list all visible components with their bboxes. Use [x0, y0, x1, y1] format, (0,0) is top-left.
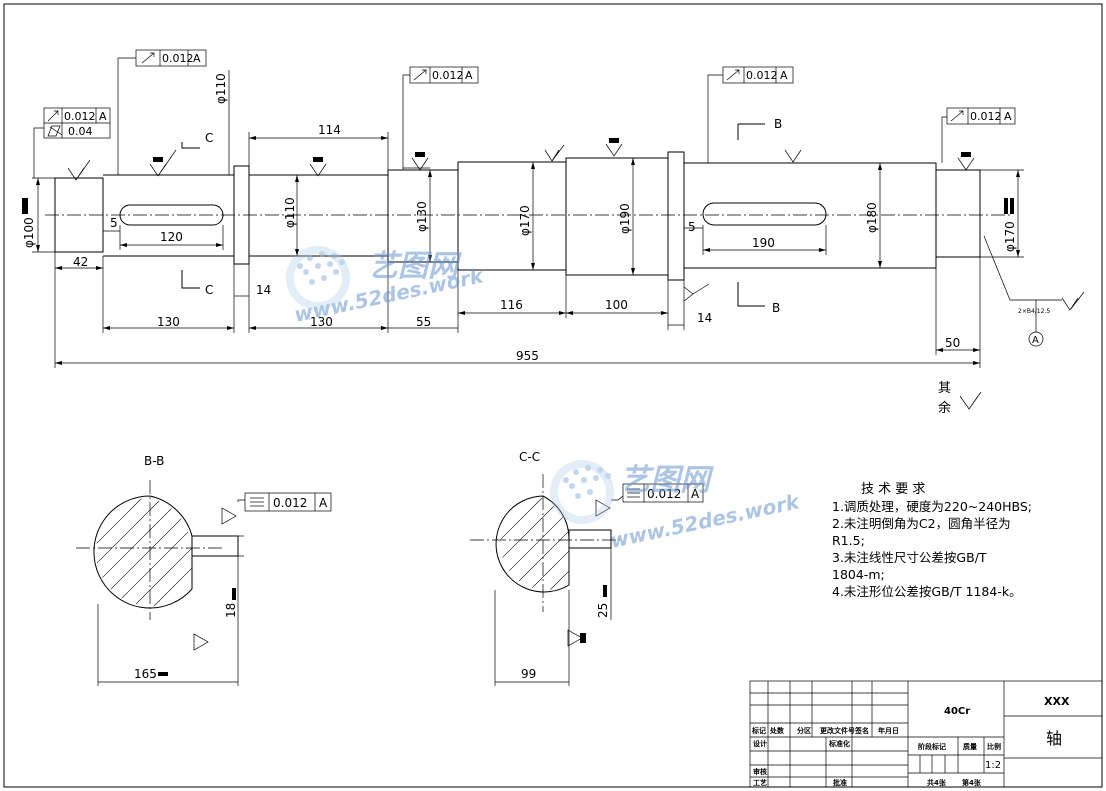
tb-sheet-no: 第4张: [962, 778, 982, 787]
label-datum-circle: A: [1032, 335, 1039, 346]
gdt-datum-a3: A: [465, 69, 473, 82]
tb-ratio: 比例: [987, 742, 1001, 751]
gdt-datum-bb: A: [319, 496, 328, 510]
label-section-bb: B-B: [144, 454, 164, 468]
dim-d110-mid: φ110: [283, 197, 297, 228]
dim-d110-top: φ110: [214, 73, 228, 104]
label-c-bottom: C: [205, 283, 213, 297]
tb-approve: 批准: [833, 778, 847, 787]
section-cc: [470, 474, 704, 686]
shaft-main-view: [22, 57, 1085, 410]
roughness-other-1: 其: [938, 381, 951, 396]
gdt-sym-bb: 0.012: [273, 496, 307, 510]
tb-row-label-1: 标记: [751, 726, 766, 735]
tb-company: XXX: [1044, 695, 1070, 708]
tb-standardization: 标准化: [828, 739, 850, 748]
tb-row-label-4: 更改文件号: [820, 726, 855, 735]
tb-scale: 1:2: [985, 760, 1001, 771]
tb-sheets: 共4张: [927, 778, 947, 787]
section-bb: [76, 480, 332, 686]
watermark-url-2: www.52des.work: [608, 489, 803, 553]
tb-material: 40Cr: [944, 706, 970, 717]
dim-955: 955: [516, 349, 539, 363]
tb-part-name: 轴: [1046, 729, 1062, 748]
dim-cc-25: 25: [596, 603, 610, 618]
label-c-top: C: [205, 131, 213, 145]
gdt-datum-a2: A: [99, 110, 107, 123]
gdt-sym-cc: 0.012: [647, 487, 681, 501]
dim-130-b: 130: [310, 315, 333, 329]
tb-stage-mark: 阶段标记: [918, 742, 946, 751]
tech-line-4: 3.未注线性尺寸公差按GB/T: [832, 550, 987, 565]
dim-d100: φ100: [22, 217, 36, 248]
dim-5-right: 5: [688, 220, 696, 234]
gdt-runout-c: 0.012: [432, 69, 464, 82]
label-b-top: B: [774, 117, 782, 131]
tb-row-label-2: 处数: [769, 726, 785, 735]
watermark-2: 艺图网 www.52des.work: [550, 460, 803, 553]
tech-title: 技 术 要 求: [861, 482, 925, 497]
gdt-runout-e: 0.012: [970, 110, 1002, 123]
dim-120: 120: [160, 230, 183, 244]
label-b-bottom: B: [772, 301, 780, 315]
title-block: [749, 680, 1103, 788]
dim-55: 55: [416, 315, 431, 329]
chamfer-note: 2×B4/12.5: [1018, 308, 1050, 315]
dim-d170: φ170: [518, 205, 532, 236]
tb-weight: 质量: [963, 742, 977, 751]
gdt-runout-b: 0.012: [64, 110, 96, 123]
tech-line-1: 1.调质处理，硬度为220~240HBS;: [832, 499, 1032, 514]
dim-130-a: 130: [157, 315, 180, 329]
drawing-border: [3, 3, 1103, 788]
gdt-runout-a: 0.012: [162, 52, 194, 65]
dim-d130: φ130: [415, 201, 429, 232]
dim-5-left: 5: [110, 216, 118, 230]
dim-100: 100: [605, 298, 628, 312]
gdt-datum-a1: A: [193, 52, 201, 65]
tb-row-label-6: 年月日: [878, 726, 899, 735]
tb-row-label-3: 分区: [797, 726, 811, 735]
tb-process: 工艺: [753, 778, 767, 787]
gdt-datum-a4: A: [780, 69, 788, 82]
dim-d190: φ190: [618, 203, 632, 234]
tech-line-3: R1.5;: [832, 533, 865, 548]
dim-bb-18: 18: [224, 603, 238, 618]
roughness-other-2: 余: [938, 400, 951, 416]
tech-line-2: 2.未注明倒角为C2，圆角半径为: [832, 516, 1011, 531]
dim-42: 42: [73, 255, 88, 269]
dim-165: 165: [134, 667, 157, 681]
dim-14-right: 14: [697, 311, 712, 325]
dim-d180: φ180: [865, 202, 879, 233]
label-section-cc: C-C: [519, 450, 540, 464]
tech-line-6: 4.未注形位公差按GB/T 1184-k。: [832, 584, 1022, 599]
gdt-datum-a5: A: [1004, 110, 1012, 123]
dim-114: 114: [318, 123, 341, 137]
tb-design: 设计: [753, 739, 767, 748]
tb-row-label-5: 签名: [854, 726, 869, 735]
text-layer: φ100 φ110 φ110 φ130 φ170 φ190 φ180 φ170 …: [22, 52, 1070, 787]
dim-190: 190: [752, 236, 775, 250]
dim-d170-right: φ170: [1003, 221, 1017, 252]
dim-99: 99: [521, 667, 536, 681]
watermark-1: 艺图网 www.52des.work: [286, 246, 487, 327]
tech-line-5: 1804-m;: [832, 567, 885, 582]
gdt-frames: [43, 49, 1016, 139]
gdt-datum-cc: A: [691, 487, 700, 501]
dim-50: 50: [945, 336, 960, 350]
watermark-brand-2: 艺图网: [620, 463, 714, 498]
gdt-cylindricity: 0.04: [68, 125, 93, 138]
dim-14-left: 14: [256, 283, 271, 297]
dim-116: 116: [500, 298, 523, 312]
tb-review: 审核: [753, 767, 767, 776]
gdt-runout-d: 0.012: [746, 69, 778, 82]
watermark-brand-1: 艺图网: [368, 249, 462, 284]
